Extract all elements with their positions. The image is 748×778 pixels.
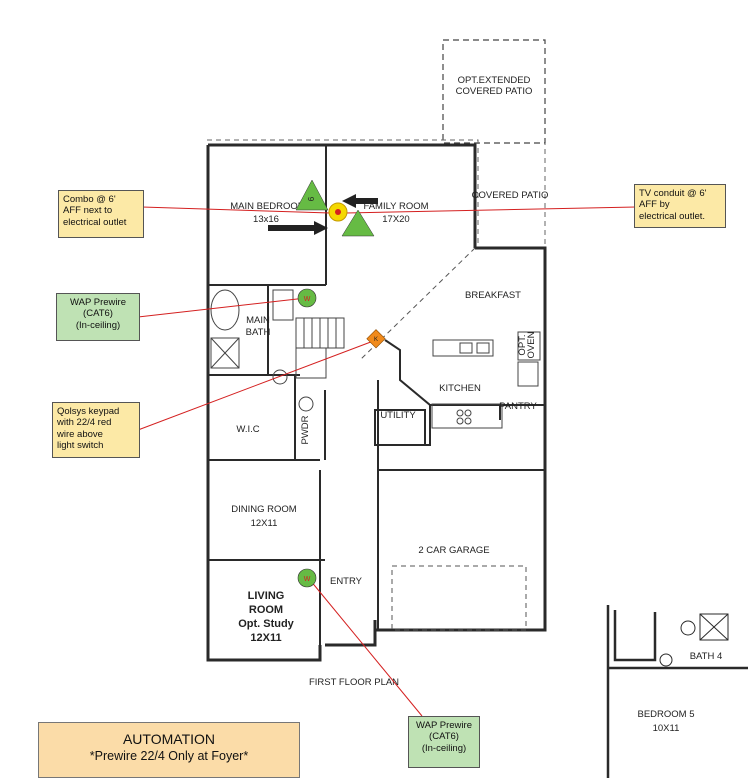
combo-glyph: 6: [307, 196, 316, 201]
label-breakfast: BREAKFAST: [465, 290, 521, 301]
keypad-glyph: K: [374, 337, 378, 343]
arrow-left-icon: [342, 194, 378, 208]
label-living-2: ROOM: [249, 604, 283, 616]
label-bath4: BATH 4: [690, 651, 723, 662]
callout-qolsys-line2: with 22/4 red: [57, 417, 112, 429]
opt-extended-patio: [442, 39, 546, 144]
label-living-3: Opt. Study: [238, 618, 294, 630]
callout-combo-line3: electrical outlet: [63, 216, 127, 228]
staircase: [295, 317, 345, 379]
wap-icon-entry: [297, 568, 317, 588]
label-family-room-size: 17X20: [382, 214, 409, 225]
label-bedroom5-size: 10X11: [653, 723, 680, 734]
callout-wap2-line1: WAP Prewire: [416, 720, 472, 731]
arrow-right-icon: [268, 221, 328, 235]
callout-qolsys-line3: wire above: [57, 428, 103, 440]
wap-icon-bedroom: [297, 288, 317, 308]
label-entry: ENTRY: [330, 576, 363, 587]
callout-wap2-line3: (In-ceiling): [421, 742, 467, 754]
label-opt-patio-1: OPT.EXTENDED: [458, 75, 531, 86]
label-bedroom5: BEDROOM 5: [637, 709, 694, 720]
label-garage: 2 CAR GARAGE: [418, 545, 489, 556]
markers: 6 W K W: [295, 179, 386, 588]
label-main-bedroom: MAIN BEDROOM: [230, 201, 306, 212]
tv-triangle-icon: [341, 209, 375, 237]
label-main-bath-2: BATH: [246, 327, 271, 338]
callout-combo-line1: Combo @ 6': [63, 194, 116, 205]
label-utility: UTILITY: [380, 410, 416, 421]
garage-door: [391, 565, 527, 631]
wap-glyph-1: W: [304, 296, 311, 303]
label-living-1: LIVING: [248, 590, 285, 602]
callout-qolsys-keypad: Qolsys keypad with 22/4 red wire above l…: [52, 402, 140, 458]
label-family-room: FAMILY ROOM: [363, 201, 428, 212]
label-main-bath-1: MAIN: [246, 315, 270, 326]
label-opt-oven-1: OPT.: [517, 334, 528, 355]
automation-title: AUTOMATION: [122, 731, 216, 747]
label-main-bedroom-size: 13x16: [253, 214, 279, 225]
label-dining-room: DINING ROOM: [231, 504, 297, 515]
bedroom5-inset: [606, 605, 748, 778]
keypad-icon: [366, 329, 386, 349]
arrow-icons: [268, 194, 378, 235]
callout-wap1-line2: (CAT6): [83, 308, 113, 320]
label-living-size: 12X11: [250, 632, 281, 644]
label-wic: W.I.C: [236, 424, 259, 435]
callout-wap2-line2: (CAT6): [429, 731, 459, 743]
label-opt-patio-2: COVERED PATIO: [456, 86, 533, 97]
kitchen-fixtures: [431, 331, 541, 429]
callout-wap-bedroom: WAP Prewire (CAT6) (In-ceiling): [56, 293, 140, 341]
bath-fixtures: [210, 289, 314, 412]
callout-wap1-line1: WAP Prewire: [70, 297, 126, 308]
wap-glyph-2: W: [304, 576, 311, 583]
callout-combo-line2: AFF next to: [63, 205, 113, 217]
callout-wap1-line3: (In-ceiling): [75, 319, 121, 331]
callout-tv-line2: AFF by: [639, 199, 670, 211]
plan-title: FIRST FLOOR PLAN: [309, 677, 399, 688]
label-opt-oven-2: OVEN: [526, 331, 537, 358]
label-pwdr: PWDR: [300, 415, 311, 444]
leader-lines: [137, 206, 637, 717]
callout-qolsys-line4: light switch: [57, 440, 104, 452]
label-covered-patio: COVERED PATIO: [472, 190, 549, 201]
label-pantry: PANTRY: [499, 401, 537, 412]
callout-combo: Combo @ 6' AFF next to electrical outlet: [58, 190, 144, 238]
label-kitchen: KITCHEN: [439, 383, 481, 394]
callout-tv-line3: electrical outlet.: [639, 210, 706, 222]
callout-wap-entry: WAP Prewire (CAT6) (In-ceiling): [408, 716, 480, 768]
label-dining-room-size: 12X11: [251, 518, 278, 529]
callout-tv-line1: TV conduit @ 6': [639, 188, 707, 199]
callout-qolsys-line1: Qolsys keypad: [57, 406, 120, 417]
interior-walls: [208, 145, 545, 660]
automation-note: AUTOMATION *Prewire 22/4 Only at Foyer*: [38, 722, 300, 778]
combo-triangle-icon: [295, 179, 329, 211]
callout-tv-conduit: TV conduit @ 6' AFF by electrical outlet…: [634, 184, 726, 228]
room-labels: OPT.EXTENDED COVERED PATIO MAIN BEDROOM …: [230, 75, 722, 734]
automation-subtitle: *Prewire 22/4 Only at Foyer*: [89, 749, 249, 763]
